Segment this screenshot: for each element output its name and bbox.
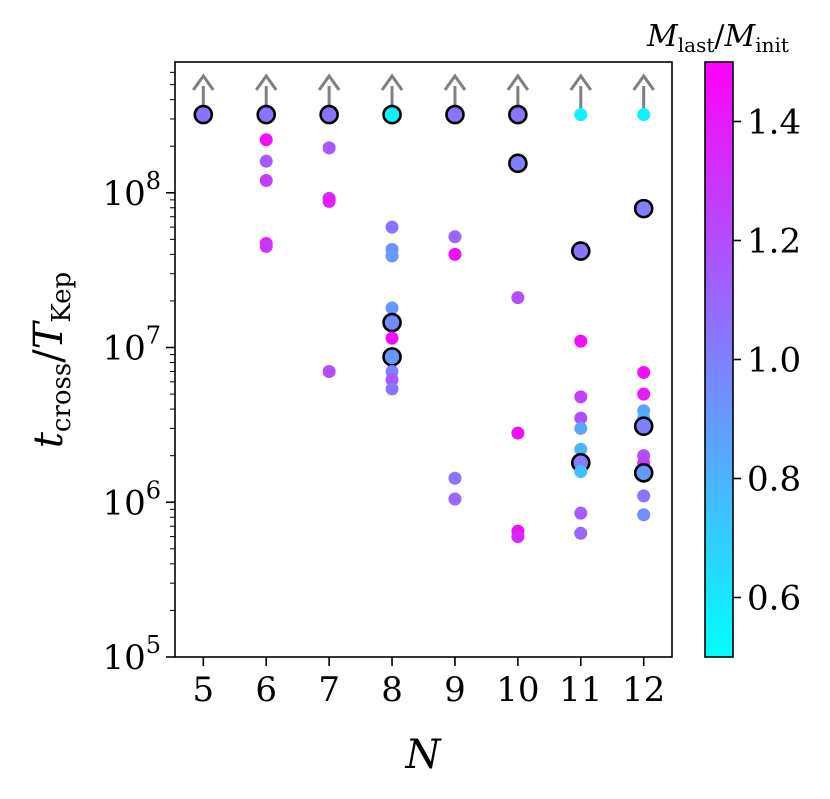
outlined-point [319, 104, 339, 125]
cb-title-sub1: last [678, 33, 715, 57]
x-axis-title: N [405, 732, 443, 778]
data-point [574, 390, 588, 404]
colorbar-tick-label: 1.4 [747, 103, 801, 143]
colorbar-tick-label: 1.0 [747, 341, 801, 381]
outlined-point [633, 463, 654, 483]
x-tick-label: 11 [559, 670, 602, 710]
outlined-point [570, 241, 591, 261]
arrow-head [569, 73, 592, 91]
x-tick-label: 9 [444, 670, 466, 710]
data-point [385, 382, 399, 396]
cb-title-main2: M [724, 19, 757, 54]
arrow-head [380, 73, 404, 91]
outlined-point [382, 312, 402, 333]
data-point [574, 506, 588, 520]
data-point [259, 133, 273, 147]
outlined-point [445, 104, 465, 125]
outlined-point [193, 104, 214, 125]
y-tick-labels: 105 106 107 108 [102, 167, 161, 678]
svg-text:tcross/TKep: tcross/TKep [26, 272, 77, 448]
data-point [448, 230, 462, 244]
arrow-head [506, 73, 530, 91]
cb-title-main1: M [646, 19, 679, 54]
data-point [637, 108, 651, 122]
arrow-head [255, 73, 278, 91]
data-point [259, 174, 273, 188]
y-tick-label: 108 [102, 167, 161, 214]
outlined-point [256, 104, 277, 125]
colorbar-tick-label: 1.2 [747, 222, 801, 262]
x-tick-labels: 5 6 7 8 9 10 11 12 [192, 670, 665, 710]
x-tick-label: 5 [192, 670, 214, 710]
data-point [574, 526, 588, 540]
y-tick-label: 106 [102, 476, 161, 523]
axis-ticks [166, 71, 645, 666]
data-point [385, 249, 399, 263]
arrow-head [632, 73, 655, 91]
data-point [574, 108, 588, 122]
data-point [448, 471, 462, 485]
data-point [511, 426, 525, 440]
data-point [574, 334, 588, 348]
arrow-head [317, 73, 341, 91]
y-title-main: t [26, 431, 72, 448]
cb-title-sub2: init [755, 33, 789, 57]
outlined-point [633, 416, 654, 437]
data-point [259, 239, 273, 253]
data-point [574, 442, 588, 456]
y-title-sep: / [26, 349, 72, 363]
data-point [448, 247, 462, 261]
colorbar-tick-label: 0.8 [747, 460, 801, 500]
x-tick-label: 12 [622, 670, 665, 710]
y-axis-title: tcross/TKep [26, 272, 77, 448]
plot-area [175, 62, 672, 657]
arrow-head [443, 73, 467, 91]
y-title-sub: cross [47, 363, 77, 432]
arrow-head [192, 73, 215, 91]
data-point [385, 301, 399, 315]
x-tick-label: 10 [496, 670, 539, 710]
x-tick-label: 8 [381, 670, 403, 710]
data-point [574, 465, 588, 479]
data-points [193, 104, 654, 544]
data-point [322, 364, 336, 378]
plot-frame [174, 61, 673, 658]
data-point [322, 141, 336, 155]
x-tick-label: 6 [255, 670, 277, 710]
data-point [385, 373, 399, 387]
data-point [322, 194, 336, 208]
y-title-main2: T [26, 319, 72, 349]
data-point [385, 331, 399, 345]
data-point [637, 365, 651, 379]
y-tick-label: 105 [102, 631, 161, 678]
outlined-point [382, 104, 402, 125]
data-point [574, 411, 588, 425]
cb-title-sep: / [714, 19, 725, 54]
colorbar-ticks: 0.6 0.8 1.0 1.2 1.4 [733, 103, 801, 619]
data-point [637, 489, 651, 503]
outlined-point [382, 347, 402, 367]
data-point [574, 421, 588, 435]
data-point [637, 508, 651, 522]
y-title-sub2: Kep [47, 272, 77, 323]
colorbar-title: Mlast/Minit [646, 19, 789, 57]
data-point [385, 220, 399, 234]
data-point [511, 530, 525, 544]
data-point [259, 154, 273, 168]
data-point [511, 291, 525, 305]
outlined-point [633, 198, 654, 219]
colorbar [704, 61, 734, 658]
y-tick-label: 107 [102, 322, 161, 369]
x-tick-label: 7 [318, 670, 340, 710]
data-point [637, 387, 651, 401]
colorbar-tick-label: 0.6 [747, 579, 801, 619]
outlined-point [508, 153, 528, 174]
data-point [448, 492, 462, 506]
outlined-point [508, 104, 528, 125]
